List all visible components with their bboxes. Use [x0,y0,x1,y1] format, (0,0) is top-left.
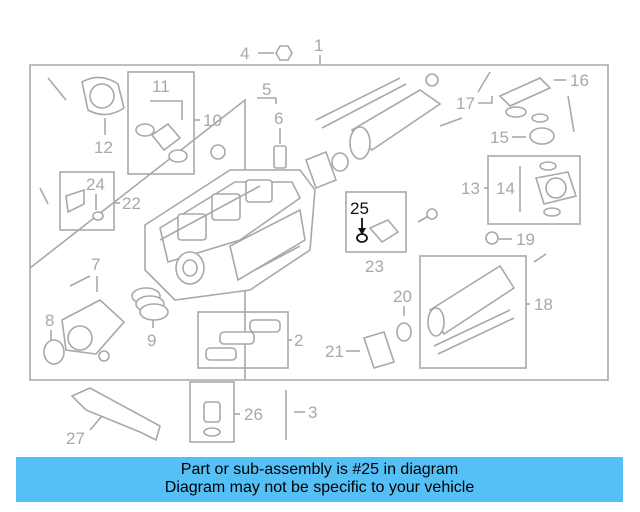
part-25-o-ring [356,233,368,243]
group-box-10-11 [127,71,195,175]
callout-19: 19 [516,230,535,249]
callout-16: 16 [570,71,589,90]
group-box-22-24 [59,171,115,231]
part-plug-small [210,144,226,160]
part-18-intercooler [427,264,516,355]
supercharger-body [144,169,316,301]
parts-diagram: 1 2 3 4 5 6 7 8 9 10 11 12 13 14 15 16 1… [29,36,609,448]
callout-6: 6 [274,109,283,128]
callout-15: 15 [490,128,509,147]
part-27-pipe [70,387,161,442]
part-9-spring [131,287,169,321]
part-20-ring [396,322,412,342]
part-16-17-15-pipes [477,71,575,145]
callout-17: 17 [456,94,475,113]
part-8-seal [43,339,65,365]
gasket-intercooler [304,150,338,190]
callout-21: 21 [325,342,344,361]
callout-25: 25 [350,199,369,218]
leader-17 [478,96,493,104]
callout-7: 7 [91,255,100,274]
callout-11: 11 [152,77,170,96]
part-7-pump [61,275,126,355]
leader-25-arrowhead [358,228,366,235]
callout-24: 24 [86,175,105,194]
callout-26: 26 [244,405,263,424]
callout-22: 22 [122,194,141,213]
caption-line-1: Part or sub-assembly is #25 in diagram [180,461,459,478]
group-box-13-14 [487,155,581,225]
part-6-sleeve [273,145,287,169]
callout-8: 8 [45,311,54,330]
part-21-gasket [362,331,396,369]
group-box-26 [189,381,235,443]
part-small-fitting [98,350,110,362]
callout-13: 13 [461,179,480,198]
intercooler-upper [304,73,463,190]
callout-23: 23 [365,257,384,276]
part-23-sensor [368,208,438,244]
callout-14: 14 [496,179,515,198]
leader-5 [257,97,277,104]
callout-18: 18 [534,295,553,314]
caption-line-2: Diagram may not be specific to your vehi… [164,479,475,496]
part-4-nut [275,45,293,61]
main-assembly-frame [29,64,609,381]
part-24-22-bracket [39,187,104,221]
part-screw-right [533,253,547,263]
part-26-plug [203,401,221,437]
group-box-23-25 [345,191,407,253]
leader-27 [89,415,103,431]
callout-20: 20 [393,287,412,306]
callout-5: 5 [262,80,271,99]
part-11-gaskets [135,122,188,163]
callout-2: 2 [294,331,303,350]
caption-banner: Part or sub-assembly is #25 in diagram D… [16,457,623,502]
callout-1: 1 [314,36,323,55]
callout-12: 12 [94,138,113,157]
callout-10: 10 [203,111,222,130]
group-box-18 [419,255,527,369]
callout-4: 4 [240,44,249,63]
part-12-throttle-body [47,76,125,116]
part-2-gasket-set [205,319,281,361]
part-19-clip [485,231,499,245]
part-14-throttle [534,161,578,217]
leader-11 [150,100,183,120]
callout-9: 9 [147,331,156,350]
callout-27: 27 [66,429,85,448]
callout-3: 3 [308,403,317,422]
